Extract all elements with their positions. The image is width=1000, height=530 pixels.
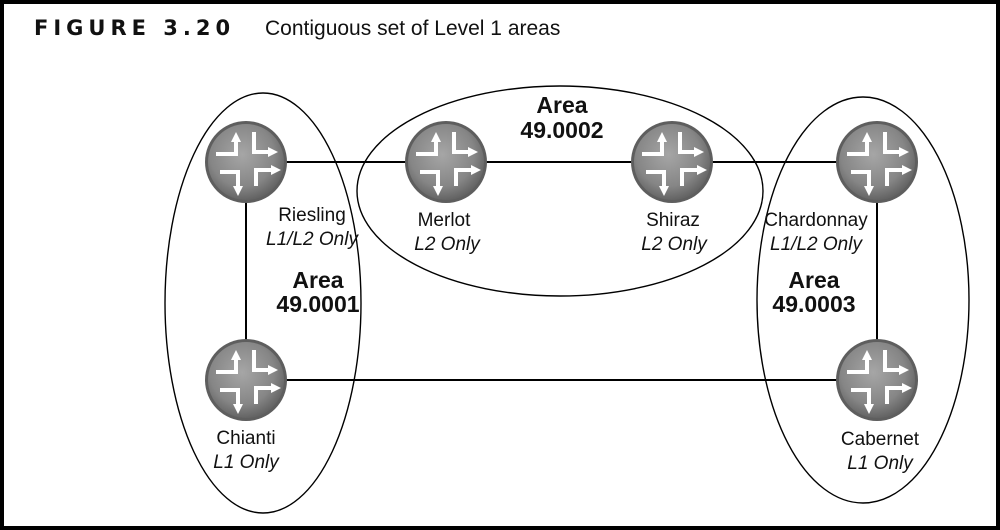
- router-chardonnay: [836, 121, 918, 203]
- router-name-merlot: Merlot: [418, 210, 472, 231]
- router-icon: [208, 124, 284, 200]
- router-arrow-head: [471, 165, 481, 175]
- figure-title: Contiguous set of Level 1 areas: [265, 17, 561, 40]
- area-label-49-0003: Area: [788, 267, 839, 293]
- router-arrow-head: [231, 132, 241, 142]
- area-id-49-0003: 49.0003: [772, 291, 855, 317]
- router-arrow-shaft: [220, 388, 240, 410]
- router-arrow-head: [902, 383, 912, 393]
- router-arrow-shaft: [420, 170, 440, 192]
- router-arrow-shaft: [254, 168, 276, 186]
- router-arrow-shaft: [851, 170, 871, 192]
- router-arrow-shaft: [883, 350, 903, 372]
- router-name-riesling: Riesling: [278, 205, 346, 226]
- router-icon: [839, 124, 915, 200]
- router-arrow-head: [433, 186, 443, 196]
- router-arrow-shaft: [252, 132, 272, 154]
- router-arrow-head: [899, 147, 909, 157]
- router-role-shiraz: L2 Only: [641, 234, 708, 255]
- router-role-chianti: L1 Only: [213, 452, 280, 473]
- router-icon: [839, 342, 915, 418]
- router-arrow-head: [271, 383, 281, 393]
- router-arrow-shaft: [220, 170, 240, 192]
- router-arrow-head: [864, 404, 874, 414]
- figure-number: FIGURE 3.20: [34, 16, 236, 40]
- router-name-chianti: Chianti: [216, 428, 275, 449]
- router-arrow-shaft: [847, 356, 869, 374]
- router-arrow-head: [902, 165, 912, 175]
- area-id-49-0001: 49.0001: [276, 291, 359, 317]
- router-arrow-head: [268, 147, 278, 157]
- router-arrow-head: [431, 132, 441, 142]
- router-arrow-shaft: [680, 168, 702, 186]
- router-role-cabernet: L1 Only: [847, 453, 914, 474]
- router-arrow-shaft: [216, 138, 238, 156]
- area-label-49-0001: Area: [292, 267, 343, 293]
- router-arrow-shaft: [678, 132, 698, 154]
- router-arrow-head: [233, 404, 243, 414]
- router-cabernet: [836, 339, 918, 421]
- router-arrow-head: [231, 350, 241, 360]
- router-arrow-shaft: [452, 132, 472, 154]
- router-arrow-shaft: [847, 138, 869, 156]
- area-boundary-49-0001: [164, 92, 362, 514]
- router-arrow-shaft: [883, 132, 903, 154]
- router-arrow-shaft: [885, 168, 907, 186]
- router-icon: [634, 124, 710, 200]
- router-arrow-head: [899, 365, 909, 375]
- router-arrow-shaft: [416, 138, 438, 156]
- router-merlot: [405, 121, 487, 203]
- router-arrow-head: [697, 165, 707, 175]
- router-role-chardonnay: L1/L2 Only: [770, 234, 863, 255]
- router-arrow-head: [657, 132, 667, 142]
- router-arrow-shaft: [646, 170, 666, 192]
- router-arrow-shaft: [851, 388, 871, 410]
- router-arrow-head: [233, 186, 243, 196]
- router-chianti: [205, 339, 287, 421]
- area-id-49-0002: 49.0002: [520, 117, 603, 143]
- router-name-chardonnay: Chardonnay: [764, 210, 868, 231]
- router-arrow-head: [864, 186, 874, 196]
- router-arrow-shaft: [642, 138, 664, 156]
- router-icon: [208, 342, 284, 418]
- area-boundary-49-0002: [356, 85, 764, 297]
- router-arrow-shaft: [216, 356, 238, 374]
- router-arrow-head: [862, 132, 872, 142]
- router-riesling: [205, 121, 287, 203]
- router-arrow-head: [268, 365, 278, 375]
- routers-group: [205, 121, 918, 421]
- router-arrow-head: [271, 165, 281, 175]
- router-arrow-shaft: [254, 386, 276, 404]
- router-arrow-shaft: [252, 350, 272, 372]
- area-boundary-49-0003: [756, 96, 970, 504]
- router-role-merlot: L2 Only: [414, 234, 481, 255]
- router-arrow-head: [862, 350, 872, 360]
- router-arrow-head: [694, 147, 704, 157]
- router-arrow-shaft: [885, 386, 907, 404]
- router-arrow-head: [468, 147, 478, 157]
- router-icon: [408, 124, 484, 200]
- router-shiraz: [631, 121, 713, 203]
- router-name-shiraz: Shiraz: [646, 210, 700, 231]
- router-role-riesling: L1/L2 Only: [266, 229, 359, 250]
- router-arrow-head: [659, 186, 669, 196]
- area-label-49-0002: Area: [536, 92, 587, 118]
- router-name-cabernet: Cabernet: [841, 429, 920, 450]
- router-arrow-shaft: [454, 168, 476, 186]
